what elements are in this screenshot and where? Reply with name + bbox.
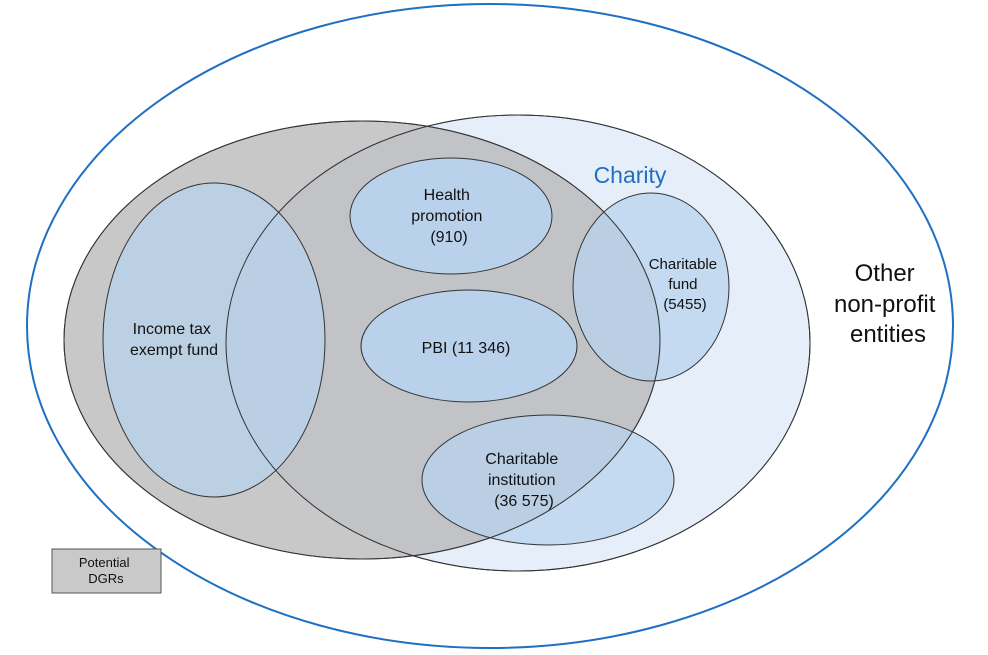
legend-swatch xyxy=(51,548,162,594)
pbi-ellipse xyxy=(360,289,578,403)
charitable-institution-line-2: institution xyxy=(488,472,556,489)
potential-dgrs-outline xyxy=(63,120,661,560)
legend-line-2: DGRs xyxy=(88,571,124,586)
charitable-fund-line-3: (5455) xyxy=(663,296,706,313)
income-tax-line-2: exempt fund xyxy=(130,342,218,359)
pbi-label: PBI (11 346) xyxy=(422,340,511,357)
other-label-line-3: entities xyxy=(850,321,926,348)
legend-label: Potential DGRs xyxy=(79,555,133,586)
legend-potential-dgrs: Potential DGRs xyxy=(51,548,162,594)
health-promotion-line-1: Health xyxy=(424,187,470,204)
income-tax-exempt-fund-label: Income tax exempt fund xyxy=(130,321,218,359)
health-promotion-line-3: (910) xyxy=(430,229,467,246)
income-tax-line-1: Income tax xyxy=(133,321,211,338)
charitable-institution-label: Charitable institution (36 575) xyxy=(485,451,562,510)
income-tax-exempt-fund-ellipse xyxy=(102,182,326,498)
charity-outline xyxy=(225,114,811,572)
charitable-fund-label: Charitable fund (5455) xyxy=(649,256,722,313)
charitable-institution-line-3: (36 575) xyxy=(494,493,554,510)
other-non-profit-label: Other non-profit entities xyxy=(834,260,942,348)
charitable-institution-ellipse xyxy=(421,414,675,546)
charitable-fund-line-1: Charitable xyxy=(649,256,717,273)
charitable-fund-line-2: fund xyxy=(668,276,697,293)
charitable-institution-line-1: Charitable xyxy=(485,451,558,468)
health-promotion-line-2: promotion xyxy=(411,208,482,225)
other-label-line-1: Other xyxy=(855,260,915,287)
health-promotion-label: Health promotion (910) xyxy=(411,187,487,246)
legend-line-1: Potential xyxy=(79,555,130,570)
charity-label: Charity xyxy=(594,162,667,188)
other-label-line-2: non-profit xyxy=(834,291,936,318)
health-promotion-ellipse xyxy=(349,157,553,275)
